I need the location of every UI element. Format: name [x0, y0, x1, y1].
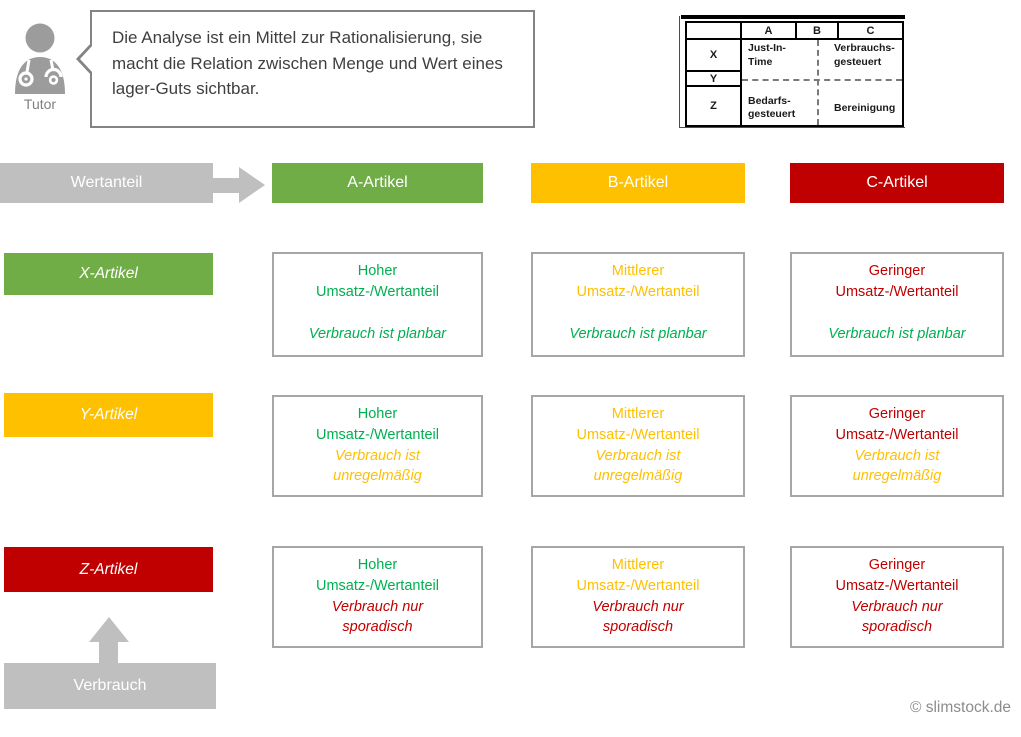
matrix-cell-y-c: Geringer Umsatz-/Wertanteil Verbrauch is… — [790, 395, 1004, 497]
matrix-cell-z-b: Mittlerer Umsatz-/Wertanteil Verbrauch n… — [531, 546, 745, 648]
wertanteil-axis-box: Wertanteil — [0, 163, 213, 203]
mini-table-dashed-vertical — [817, 40, 819, 125]
mini-table-row-x: X — [687, 40, 742, 72]
mini-table-body: Just-In- Time Verbrauchs- gesteuert Beda… — [742, 40, 904, 127]
cell-heading: Hoher Umsatz-/Wertanteil — [315, 263, 439, 301]
mini-table-col-c: C — [839, 23, 904, 40]
tutor-label: Tutor — [23, 96, 57, 112]
matrix-cell-z-a: Hoher Umsatz-/Wertanteil Verbrauch nur s… — [272, 546, 483, 648]
row-label-z-artikel: Z-Artikel — [4, 547, 213, 592]
column-header-c-label: C-Artikel — [866, 174, 928, 191]
row-label-z-text: Z-Artikel — [79, 560, 138, 578]
row-label-y-artikel: Y-Artikel — [4, 393, 213, 437]
matrix-cell-x-a: Hoher Umsatz-/Wertanteil Verbrauch ist p… — [272, 252, 483, 357]
doctor-glyph — [15, 23, 65, 94]
cell-note: Verbrauch ist planbar — [308, 325, 447, 342]
matrix-cell-x-b: Mittlerer Umsatz-/Wertanteil Verbrauch i… — [531, 252, 745, 357]
mini-table-bottom-rule — [679, 127, 905, 128]
cell-note: Verbrauch ist unregelmäßig — [593, 448, 683, 485]
cell-heading: Hoher Umsatz-/Wertanteil — [315, 557, 439, 595]
column-header-b-artikel: B-Artikel — [531, 163, 745, 203]
row-label-x-artikel: X-Artikel — [4, 253, 213, 295]
column-header-a-artikel: A-Artikel — [272, 163, 483, 203]
mini-table-top-rule — [681, 15, 905, 19]
mini-table-row-z: Z — [687, 87, 742, 127]
abc-xyz-mini-table: A B C X Just-In- Time Verbrauchs- gesteu… — [685, 21, 904, 127]
cell-note: Verbrauch nur sporadisch — [851, 599, 943, 636]
wertanteil-arrow-right-head-icon — [239, 167, 265, 203]
mini-table-corner-cell — [687, 23, 742, 40]
cell-heading: Geringer Umsatz-/Wertanteil — [835, 263, 959, 301]
verbrauch-arrow-up-icon — [99, 640, 118, 664]
matrix-cell-z-c: Geringer Umsatz-/Wertanteil Verbrauch nu… — [790, 546, 1004, 648]
wertanteil-arrow-right-icon — [213, 178, 240, 193]
mini-table-col-a: A — [742, 23, 797, 40]
cell-heading: Mittlerer Umsatz-/Wertanteil — [576, 406, 700, 444]
copyright-text: © slimstock.de — [910, 699, 1011, 716]
column-header-c-artikel: C-Artikel — [790, 163, 1004, 203]
mini-table-row-y: Y — [687, 72, 742, 87]
cell-note: Verbrauch ist unregelmäßig — [852, 448, 942, 485]
wertanteil-axis-label: Wertanteil — [70, 174, 143, 191]
cell-note: Verbrauch ist planbar — [569, 325, 707, 342]
tutor-doctor-icon — [8, 22, 72, 94]
verbrauch-arrow-up-head-icon — [89, 617, 129, 642]
cell-note: Verbrauch nur sporadisch — [592, 599, 684, 636]
row-label-y-text: Y-Artikel — [79, 406, 138, 423]
cell-heading: Mittlerer Umsatz-/Wertanteil — [576, 557, 700, 595]
matrix-cell-x-c: Geringer Umsatz-/Wertanteil Verbrauch is… — [790, 252, 1004, 357]
matrix-cell-y-b: Mittlerer Umsatz-/Wertanteil Verbrauch i… — [531, 395, 745, 497]
mini-table-quadrant-verbrauchsgesteuert: Verbrauchs- gesteuert — [834, 42, 895, 68]
column-header-b-label: B-Artikel — [607, 174, 669, 191]
mini-table-quadrant-just-in-time: Just-In- Time — [748, 42, 786, 68]
cell-heading: Mittlerer Umsatz-/Wertanteil — [576, 263, 700, 301]
mini-table-quadrant-bedarfsgesteuert: Bedarfs- gesteuert — [748, 94, 796, 121]
cell-heading: Geringer Umsatz-/Wertanteil — [835, 406, 959, 444]
speech-bubble-text: Die Analyse ist ein Mittel zur Rationali… — [112, 28, 503, 98]
verbrauch-axis-label: Verbrauch — [73, 677, 147, 694]
column-header-a-label: A-Artikel — [347, 174, 408, 191]
cell-heading: Geringer Umsatz-/Wertanteil — [835, 557, 959, 595]
mini-table-dashed-horizontal — [742, 79, 902, 81]
cell-heading: Hoher Umsatz-/Wertanteil — [315, 406, 439, 444]
mini-table-left-rule — [679, 16, 680, 128]
verbrauch-axis-box: Verbrauch — [4, 663, 216, 709]
cell-note: Verbrauch nur sporadisch — [331, 599, 424, 636]
matrix-cell-y-a: Hoher Umsatz-/Wertanteil Verbrauch ist u… — [272, 395, 483, 497]
mini-table-quadrant-bereinigung: Bereinigung — [834, 102, 896, 115]
row-label-x-text: X-Artikel — [79, 265, 138, 282]
cell-note: Verbrauch ist planbar — [828, 325, 966, 342]
mini-table-col-b: B — [797, 23, 839, 40]
speech-bubble: Die Analyse ist ein Mittel zur Rationali… — [76, 10, 535, 128]
cell-note: Verbrauch ist unregelmäßig — [333, 448, 422, 485]
